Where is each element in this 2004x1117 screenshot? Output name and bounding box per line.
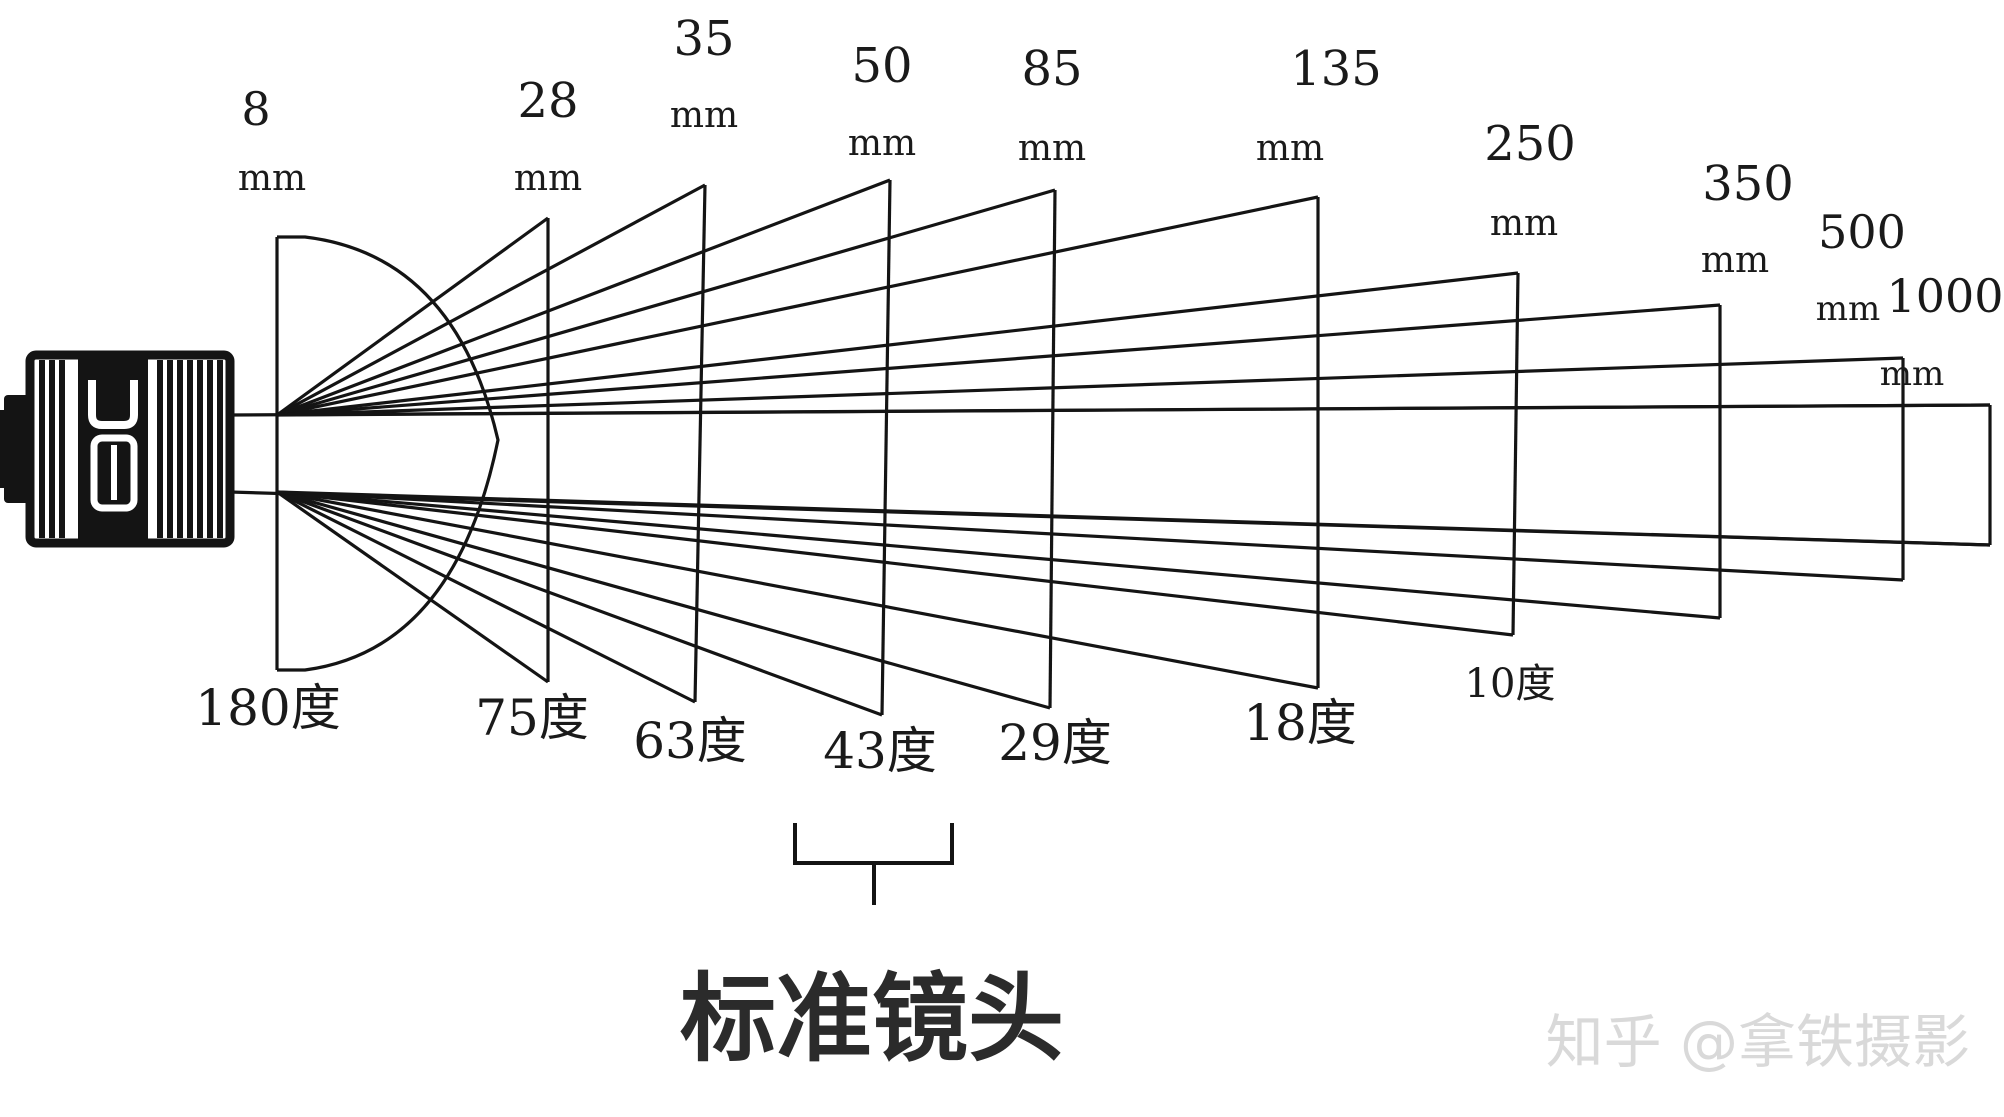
lens-8-angle: 180度: [195, 679, 340, 737]
lens-1000-unit: mm: [1880, 354, 1944, 394]
lens-250-ray-bottom: [276, 490, 1514, 637]
lens-8-unit: mm: [238, 158, 306, 199]
lens-50-ray-bottom: [276, 490, 883, 717]
lens-500-ray-bottom: [276, 490, 1904, 582]
lens-28-angle: 75度: [475, 689, 589, 747]
lens-50-angle: 43度: [823, 722, 937, 780]
lens-50-focal: 50: [851, 38, 912, 94]
lens-85-ray-top: [276, 188, 1056, 417]
field-of-view-lines: [229, 178, 1992, 717]
lens-35-ray-bottom: [276, 490, 696, 704]
lens-135-ray-top: [276, 195, 1319, 417]
lens-250-bar: [1511, 272, 1520, 636]
lens-85-angle: 29度: [998, 714, 1112, 772]
lens-35-angle: 63度: [633, 712, 747, 770]
focal-labels: 8 mm 180度 28 mm 75度 35 mm 63度 50 mm 43度 85 mm 29度 135 mm…: [195, 11, 2003, 780]
lens-250-focal: 250: [1484, 116, 1576, 172]
lens-35-unit: mm: [670, 95, 738, 136]
lens-350-unit: mm: [1701, 240, 1769, 281]
lens-85-ray-bottom: [276, 490, 1051, 710]
standard-lens-bracket: [793, 823, 954, 905]
lens-50-bar: [880, 179, 892, 716]
lens-135-angle: 18度: [1243, 694, 1357, 752]
lens-500-ray-top: [276, 356, 1904, 417]
lens-350-ray-bottom: [276, 490, 1721, 620]
lens-85-focal: 85: [1021, 41, 1082, 97]
lens-250-ray-top: [276, 271, 1519, 417]
lens-50-unit: mm: [848, 123, 916, 164]
lens-28-unit: mm: [514, 158, 582, 199]
lens-1000-ray-bottom: [276, 490, 1991, 547]
lens-135-unit: mm: [1256, 128, 1324, 169]
standard-lens-caption: 标准镜头: [680, 963, 1064, 1075]
lens-350-ray-top: [276, 303, 1721, 417]
lens-35-bar: [693, 184, 707, 703]
lens-85-bar: [1048, 189, 1057, 709]
lens-35-ray-top: [276, 183, 706, 417]
lens-85-unit: mm: [1018, 128, 1086, 169]
lens-135-focal: 135: [1290, 41, 1382, 97]
lens-50-ray-top: [276, 178, 891, 417]
lens-135-ray-bottom: [276, 490, 1319, 690]
lens-250-angle: 10度: [1465, 661, 1556, 707]
lens-28-ray-top: [276, 216, 549, 417]
camera-lens-icon: [0, 350, 235, 548]
lens-350-focal: 350: [1702, 156, 1794, 212]
lens-250-unit: mm: [1490, 203, 1558, 244]
lens-35-focal: 35: [673, 11, 734, 67]
lens-1000-ray-top: [276, 403, 1991, 417]
lens-500-unit: mm: [1816, 289, 1880, 329]
lens-500-focal: 500: [1818, 205, 1906, 259]
lens-28-ray-bottom: [276, 490, 549, 684]
lens-28-focal: 28: [517, 73, 578, 129]
lens-180-arc: [277, 235, 500, 672]
watermark-text: 知乎 @拿铁摄影: [1546, 1008, 1970, 1076]
lens-8-focal: 8: [241, 82, 270, 136]
lens-1000-focal: 1000: [1886, 269, 2003, 323]
